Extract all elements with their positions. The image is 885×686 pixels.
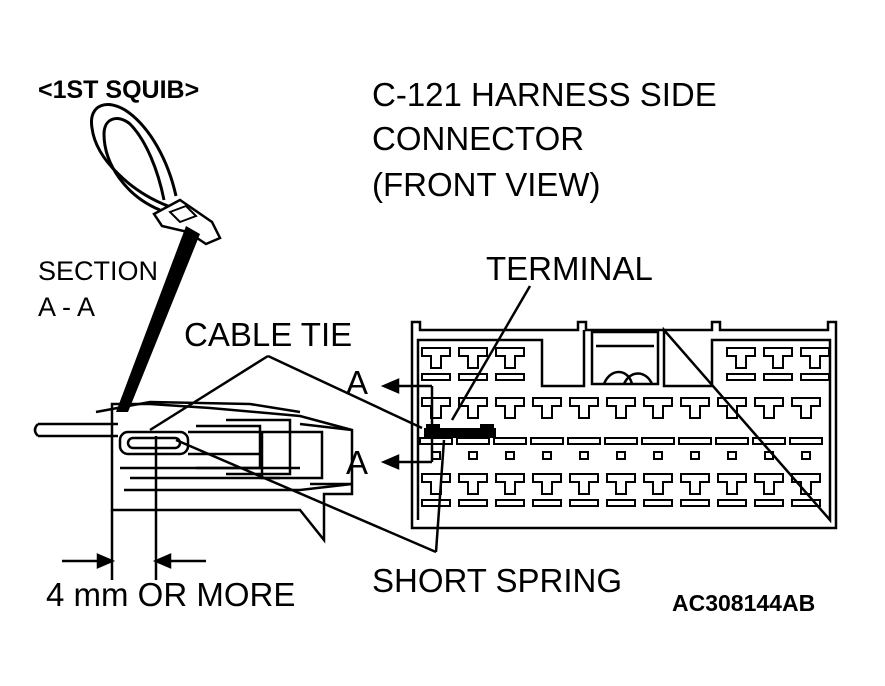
cavity-latch [726,373,756,381]
connector-title-line3: (FRONT VIEW) [372,166,601,203]
terminal-cavity [763,347,793,369]
cavity-latch [458,499,488,507]
terminal-cavity [606,473,636,495]
terminal-cavity [532,473,562,495]
cavity-latch [569,499,599,507]
section-markers [380,378,434,470]
cavity-latch [458,373,488,381]
cavity-pin [727,451,737,460]
cable-tie-tail [116,226,200,412]
cavity-latch [606,499,636,507]
section-marker-bottom: A [346,444,368,481]
terminal-leader [450,285,532,421]
terminal-cavity [800,347,830,369]
cavity-slot [530,437,564,445]
cavity-slot [493,437,527,445]
squib-title: <1ST SQUIB> [38,76,199,104]
connector-title-line1: C-121 HARNESS SIDE [372,76,717,113]
section-label-line1: SECTION [38,256,158,286]
terminal-cavity [421,347,451,369]
terminal-cavity [717,473,747,495]
cavity-pin [801,451,811,460]
terminal-cavity [495,473,525,495]
cavity-slot [678,437,712,445]
terminal-cavity [421,397,451,419]
section-view [33,400,354,580]
figure-id: AC308144AB [672,590,815,616]
cable-tie-illustration [90,103,222,246]
cavity-pin [616,451,626,460]
terminal-cavity [532,397,562,419]
terminal-cavity [791,473,821,495]
short-spring-label: SHORT SPRING [372,562,622,599]
cavity-slot [752,437,786,445]
terminal-label: TERMINAL [486,250,653,287]
cavity-pin [579,451,589,460]
cavity-pin [653,451,663,460]
dimension-arrows [62,553,206,569]
cavity-slot [567,437,601,445]
terminal-cavity [495,347,525,369]
terminal-cavity [726,347,756,369]
cavity-slot [456,437,490,445]
cavity-slot [419,437,453,445]
cavity-latch [495,373,525,381]
terminal-cavities [419,347,830,507]
cavity-pin [431,451,441,460]
cavity-pin [505,451,515,460]
dimension-label: 4 mm OR MORE [46,576,295,613]
section-marker-top: A [346,364,368,401]
cavity-latch [421,499,451,507]
cavity-pin [468,451,478,460]
terminal-cavity [569,473,599,495]
terminal-cavity [643,397,673,419]
cavity-slot [604,437,638,445]
terminal-cavity [458,397,488,419]
cavity-pin [764,451,774,460]
terminal-cavity [458,473,488,495]
highlighted-terminal [424,424,496,438]
cable-tie-label: CABLE TIE [184,316,352,353]
terminal-cavity [717,397,747,419]
cavity-latch [643,499,673,507]
terminal-cavity [606,397,636,419]
terminal-cavity [643,473,673,495]
terminal-cavity [680,473,710,495]
terminal-cavity [680,397,710,419]
terminal-cavity [754,473,784,495]
cavity-latch [754,499,784,507]
terminal-cavity [421,473,451,495]
connector-front-view [410,320,838,530]
cavity-latch [680,499,710,507]
cavity-latch [763,373,793,381]
cavity-pin [690,451,700,460]
cable-tie-leaders [149,354,423,432]
connector-title-line2: CONNECTOR [372,120,584,157]
cavity-slot [789,437,823,445]
terminal-cavity [791,397,821,419]
cavity-latch [421,373,451,381]
terminal-cavity [569,397,599,419]
section-label-line2: A - A [38,292,95,322]
terminal-cavity [754,397,784,419]
cavity-latch [791,499,821,507]
cavity-slot [715,437,749,445]
cavity-latch [532,499,562,507]
terminal-cavity [458,347,488,369]
terminal-cavity [495,397,525,419]
cavity-pin [542,451,552,460]
cavity-latch [495,499,525,507]
cavity-slot [641,437,675,445]
cavity-latch [800,373,830,381]
short-spring-leaders [175,438,446,554]
cavity-latch [717,499,747,507]
